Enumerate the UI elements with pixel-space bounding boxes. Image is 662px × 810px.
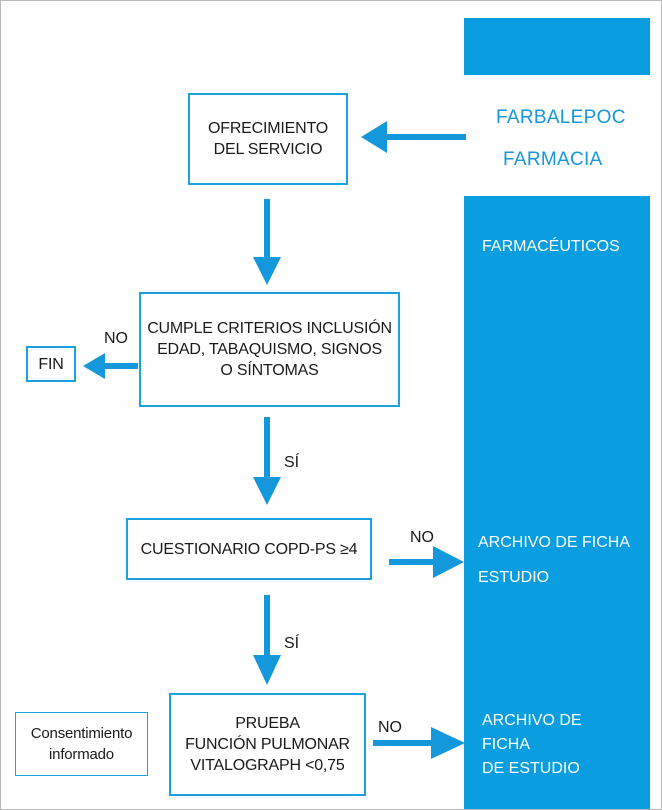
- edge-label-criteria-no: NO: [104, 330, 128, 347]
- node-criteria: CUMPLE CRITERIOS INCLUSIÓN EDAD, TABAQUI…: [139, 292, 400, 407]
- arrow-test-to-archive: [373, 740, 435, 746]
- arrow-criteria-to-end-head: [83, 353, 105, 379]
- arrow-questionnaire-to-archive-head: [433, 546, 464, 578]
- arrow-criteria-to-questionnaire: [264, 417, 270, 477]
- edge-label-questionnaire-yes: SÍ: [284, 635, 300, 652]
- side-archive-label-1: ARCHIVO DE FICHA ESTUDIO: [478, 534, 631, 586]
- side-archive-label-2: ARCHIVO DE FICHA DE ESTUDIO: [482, 712, 582, 777]
- node-end: FIN: [26, 346, 76, 382]
- arrow-side-to-offer: [383, 134, 466, 140]
- node-offer: OFRECIMIENTO DEL SERVICIO: [188, 93, 348, 185]
- arrow-offer-to-criteria-head: [253, 257, 281, 285]
- side-org-label: FARBALEPOC: [496, 107, 626, 128]
- arrow-questionnaire-to-archive: [389, 559, 437, 565]
- arrow-criteria-to-questionnaire-head: [253, 477, 281, 505]
- node-questionnaire: CUESTIONARIO COPD-PS ≥4: [126, 518, 372, 580]
- edge-label-questionnaire-no: NO: [410, 529, 434, 546]
- edge-label-test-no: NO: [378, 719, 402, 736]
- side-panel-main: [464, 196, 650, 809]
- arrow-questionnaire-to-test: [264, 595, 270, 657]
- arrow-questionnaire-to-test-head: [253, 655, 281, 685]
- side-panel-top: [464, 18, 650, 75]
- arrow-criteria-to-end: [101, 363, 138, 369]
- arrow-offer-to-criteria: [264, 199, 270, 259]
- node-test: PRUEBA FUNCIÓN PULMONAR VITALOGRAPH <0,7…: [169, 693, 366, 796]
- edge-label-criteria-yes: SÍ: [284, 454, 300, 471]
- node-consent: Consentimiento informado: [15, 712, 148, 776]
- arrow-side-to-offer-head: [361, 121, 387, 153]
- side-place-label: FARMACIA: [503, 149, 603, 170]
- arrow-test-to-archive-head: [431, 727, 465, 759]
- side-role-label: FARMACÉUTICOS: [482, 238, 620, 255]
